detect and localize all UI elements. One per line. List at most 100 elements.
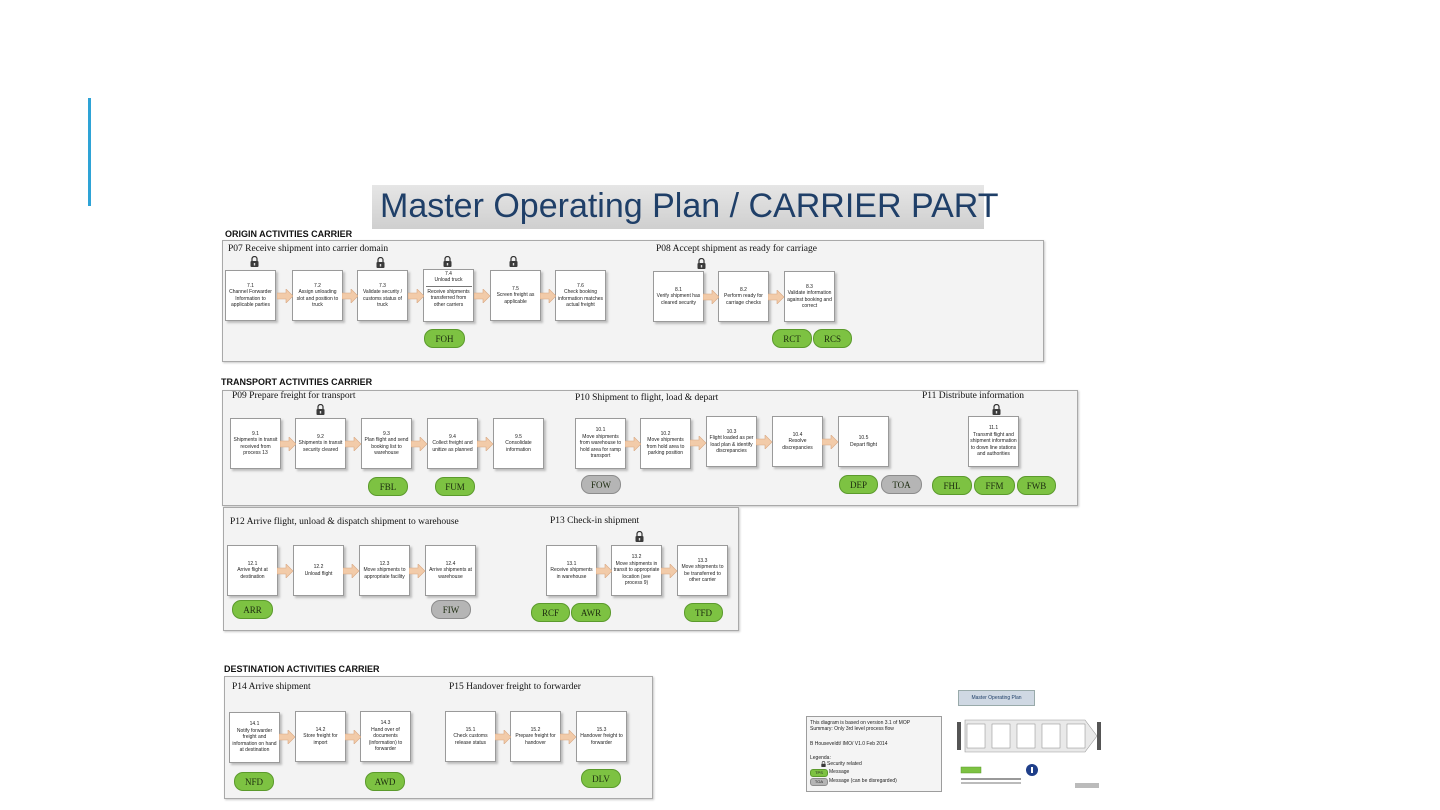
flow-arrow-icon <box>280 437 296 451</box>
flow-arrow-icon <box>540 289 556 303</box>
flow-arrow-icon <box>661 564 677 578</box>
message-tfd: TFD <box>684 603 723 622</box>
step-7-4-divider <box>425 285 472 287</box>
message-ffm: FFM <box>974 476 1015 495</box>
legend-message-gray-swatch: TOA <box>810 778 828 786</box>
title-banner: Master Operating Plan / CARRIER PART <box>372 185 999 229</box>
security-lock-icon <box>250 256 259 267</box>
security-lock-icon <box>697 258 706 269</box>
step-14-2-label: 14.2 Store freight for import <box>303 726 338 746</box>
message-dlv: DLV <box>581 769 621 788</box>
message-fhl: FHL <box>932 476 972 495</box>
legend-message: Message <box>829 769 850 775</box>
step-10-1-label: 10.1 Move shipments from warehouse to ho… <box>579 427 622 460</box>
thumbnail-title: Master Operating Plan <box>958 690 1035 706</box>
section-origin: ORIGIN ACTIVITIES CARRIER <box>225 229 353 239</box>
security-lock-icon <box>316 404 325 415</box>
step-7-3: 7.3 Validate security / customs status o… <box>357 270 408 321</box>
overview-thumbnail: Master Operating Plan <box>955 690 1103 795</box>
message-fum: FUM <box>435 477 475 496</box>
step-12-3: 12.3 Move shipments to appropriate facil… <box>359 545 410 596</box>
page-title: Master Operating Plan / CARRIER PART <box>380 187 999 225</box>
process-title-p10: P10 Shipment to flight, load & depart <box>575 393 719 403</box>
step-15-3-label: 15.3 Handover freight to forwarder <box>580 726 623 746</box>
message-fbl: FBL <box>368 477 408 496</box>
step-9-4-label: 9.4 Collect freight and unitize as plann… <box>432 433 473 453</box>
step-12-1-label: 12.1 Arrive flight at destination <box>237 560 268 580</box>
flow-arrow-icon <box>625 437 641 451</box>
message-fow: FOW <box>581 475 621 494</box>
message-fwb: FWB <box>1017 476 1056 495</box>
legend-box: This diagram is based on version 3.1 of … <box>806 716 942 792</box>
thumbnail-overview-graphic <box>957 719 1101 788</box>
step-13-1-label: 13.1 Receive shipments in warehouse <box>550 560 593 580</box>
legend-message-disregard: Message (can be disregarded) <box>829 778 897 784</box>
process-title-p07: P07 Receive shipment into carrier domain <box>228 244 389 254</box>
step-10-4-label: 10.4 Resolve discrepancies <box>782 431 813 451</box>
step-7-2: 7.2 Assign unloading slot and position t… <box>292 270 343 321</box>
flow-arrow-icon <box>342 289 358 303</box>
flow-arrow-icon <box>690 436 706 450</box>
flow-arrow-icon <box>495 730 511 744</box>
step-11-1-label: 11.1 Transmit flight and shipment inform… <box>970 425 1017 458</box>
security-lock-icon <box>509 256 518 267</box>
step-14-3-label: 14.3 Hand over of documents (information… <box>368 720 403 753</box>
step-7-1: 7.1 Channel Forwarder Information to app… <box>225 270 276 321</box>
step-13-3: 13.3 Move shipments to be transferred to… <box>677 545 728 596</box>
message-rcs: RCS <box>813 329 852 348</box>
step-7-4-sublabel: Receive shipments transferred from other… <box>427 288 470 308</box>
step-9-4: 9.4 Collect freight and unitize as plann… <box>427 418 478 469</box>
message-dep: DEP <box>839 475 878 494</box>
step-12-2: 12.2 Unload flight <box>293 545 344 596</box>
step-14-1-label: 14.1 Notify forwarder freight and inform… <box>232 721 277 754</box>
step-7-6: 7.6 Check booking information matches ac… <box>555 270 606 321</box>
section-transport: TRANSPORT ACTIVITIES CARRIER <box>221 377 373 387</box>
step-10-4: 10.4 Resolve discrepancies <box>772 416 823 467</box>
process-title-p09: P09 Prepare freight for transport <box>232 391 356 401</box>
step-15-2-label: 15.2 Prepare freight for handover <box>515 726 556 746</box>
flow-arrow-icon <box>279 730 295 744</box>
flow-arrow-icon <box>345 730 361 744</box>
security-lock-icon <box>635 531 644 542</box>
legend-security: Security related <box>827 761 862 767</box>
step-14-3: 14.3 Hand over of documents (information… <box>360 711 411 762</box>
process-title-p08: P08 Accept shipment as ready for carriag… <box>656 244 817 254</box>
step-8-1-label: 8.1 Verify shipment has cleared security <box>656 286 701 306</box>
step-10-2: 10.2 Move shipments from hold area to pa… <box>640 418 691 469</box>
message-nfd: NFD <box>234 772 274 791</box>
legend-line-1: This diagram is based on version 3.1 of … <box>810 720 911 726</box>
message-awd: AWD <box>365 772 405 791</box>
accent-bar <box>88 98 91 206</box>
step-10-1: 10.1 Move shipments from warehouse to ho… <box>575 418 626 469</box>
step-7-4-label: 7.4 Unload truck <box>434 271 463 284</box>
step-9-2-label: 9.2 Shipments in transit security cleare… <box>298 433 343 453</box>
legend-heading: Legenda: <box>810 755 831 761</box>
legend-line-2: Summary: Only 3rd level process flow <box>810 726 894 732</box>
step-7-4: 7.4 Unload truck Receive shipments trans… <box>423 269 474 322</box>
flow-arrow-icon <box>560 730 576 744</box>
step-9-5-label: 9.5 Consolidate information <box>505 433 532 453</box>
step-14-2: 14.2 Store freight for import <box>295 711 346 762</box>
message-rcf: RCF <box>531 603 570 622</box>
step-7-6-label: 7.6 Check booking information matches ac… <box>557 282 604 308</box>
message-arr: ARR <box>232 600 273 619</box>
flow-arrow-icon <box>343 564 359 578</box>
step-10-2-label: 10.2 Move shipments from hold area to pa… <box>646 430 685 456</box>
flow-arrow-icon <box>345 437 361 451</box>
process-title-p14: P14 Arrive shipment <box>232 682 311 692</box>
section-destination: DESTINATION ACTIVITIES CARRIER <box>224 664 380 674</box>
security-lock-icon <box>443 256 452 267</box>
message-awr: AWR <box>571 603 611 622</box>
step-11-1: 11.1 Transmit flight and shipment inform… <box>968 416 1019 467</box>
security-lock-icon <box>821 761 826 767</box>
step-15-1: 15.1 Check customs release status <box>445 711 496 762</box>
process-title-p15: P15 Handover freight to forwarder <box>449 682 581 692</box>
step-7-1-label: 7.1 Channel Forwarder Information to app… <box>229 282 272 308</box>
step-13-2: 13.2 Move shipments in transit to approp… <box>611 545 662 596</box>
flow-arrow-icon <box>408 289 424 303</box>
step-8-3-label: 8.3 Validate information against booking… <box>787 283 832 309</box>
message-foh: FOH <box>424 329 465 348</box>
flow-arrow-icon <box>474 289 490 303</box>
step-9-1-label: 9.1 Shipments in transit received from p… <box>233 430 278 456</box>
message-fiw: FIW <box>431 600 471 619</box>
